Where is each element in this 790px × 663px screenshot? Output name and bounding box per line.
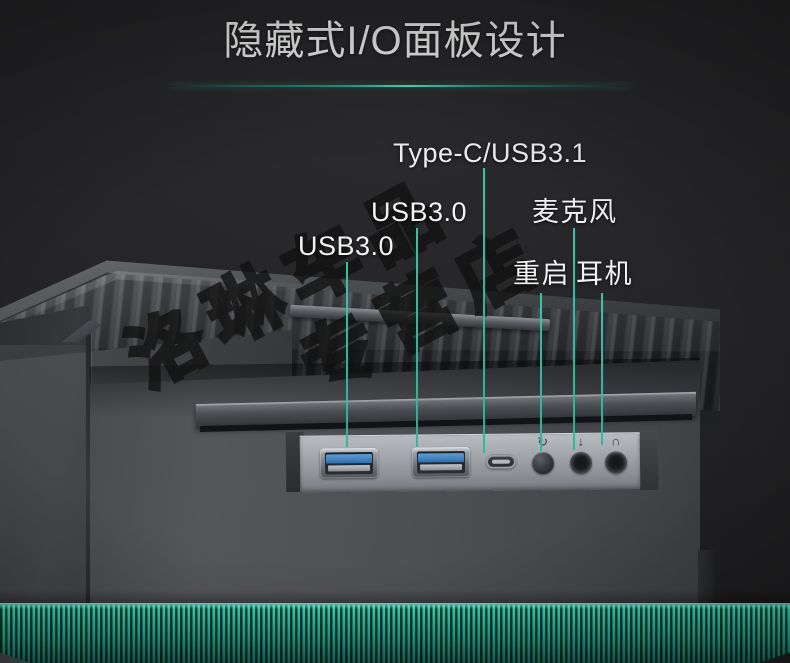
usb3-port-1-cavity: [324, 452, 374, 475]
usb3-port-2-blue-insert: [417, 453, 465, 463]
usb3-port-1[interactable]: [319, 447, 379, 479]
callout-type-c: Type-C/USB3.1: [393, 138, 588, 168]
usb3-port-2[interactable]: [411, 447, 471, 478]
callout-microphone: 麦克风: [532, 197, 618, 227]
leader-line-headphone: [601, 293, 603, 445]
case-side-seam: [86, 334, 91, 634]
leader-line-reset: [540, 293, 542, 451]
io-port-cluster: ↻ ↓ ∩: [300, 432, 641, 492]
callout-usb3-mid: USB3.0: [371, 197, 468, 227]
reset-button[interactable]: [531, 452, 555, 475]
leader-line-usb3-left: [346, 262, 348, 447]
title-block: 隐藏式I/O面板设计: [0, 16, 790, 66]
leader-line-microphone: [573, 228, 575, 450]
illuminated-base-mesh: [0, 605, 790, 663]
leader-line-type-c: [483, 168, 485, 453]
callout-reset: 重启: [513, 259, 570, 289]
microphone-jack[interactable]: [569, 451, 593, 474]
headphone-jack[interactable]: [604, 451, 628, 474]
usb3-port-1-tongue: [328, 465, 371, 472]
callout-headphone: 耳机: [576, 259, 633, 289]
title-divider: [170, 85, 630, 87]
reset-icon: ↻: [537, 434, 549, 450]
usb3-port-2-tongue: [420, 464, 463, 471]
callout-usb3-left: USB3.0: [298, 231, 395, 261]
leader-line-usb3-mid: [416, 228, 418, 447]
headphone-icon: ∩: [611, 433, 621, 449]
page-title: 隐藏式I/O面板设计: [223, 19, 567, 63]
usb3-port-2-cavity: [416, 451, 466, 474]
type-c-port[interactable]: [485, 454, 517, 469]
microphone-icon: ↓: [577, 433, 585, 449]
usb3-port-1-blue-insert: [325, 454, 373, 464]
